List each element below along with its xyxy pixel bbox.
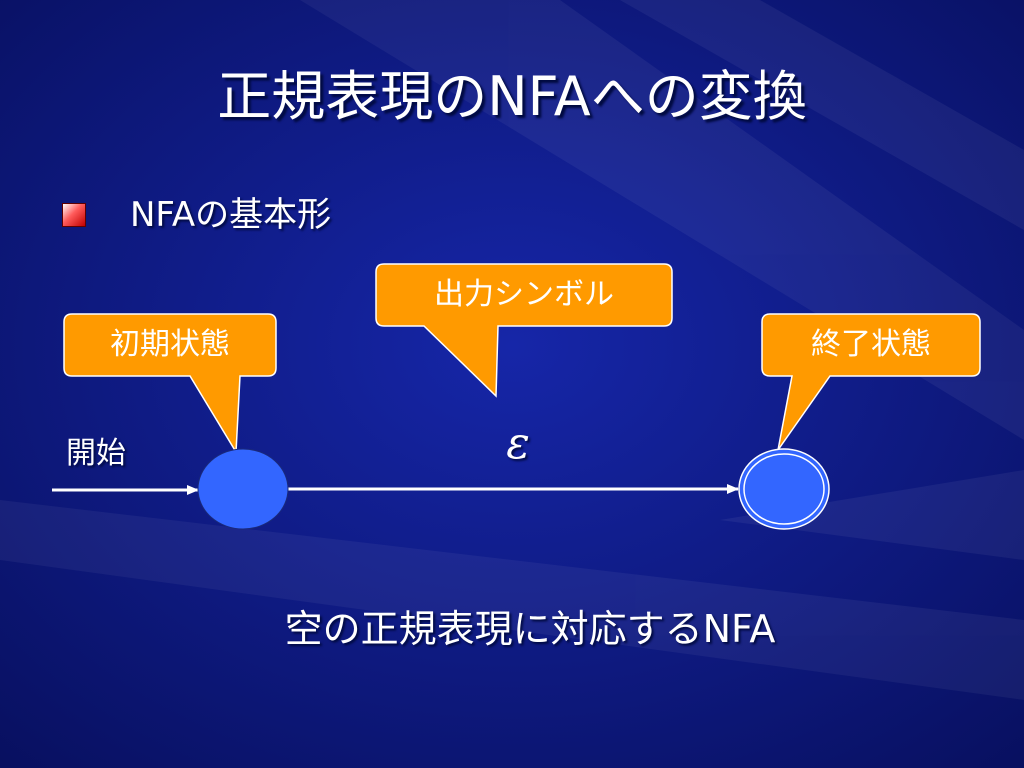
- final-state-node: [738, 448, 830, 530]
- callout-output-label: 出力シンボル: [434, 277, 614, 312]
- bullet-square-icon: [62, 203, 86, 227]
- caption-text: 空の正規表現に対応するNFA: [284, 607, 776, 651]
- epsilon-symbol: ε: [506, 418, 530, 469]
- callout-initial-label: 初期状態: [110, 327, 230, 362]
- callout-final-state: [761, 313, 981, 451]
- initial-state-node: [197, 448, 289, 530]
- callout-final-label: 終了状態: [811, 327, 931, 362]
- callout-initial-state: [63, 313, 277, 455]
- bullet-text: NFAの基本形: [130, 195, 332, 235]
- slide-title: 正規表現のNFAへの変換: [217, 65, 807, 128]
- callout-output-symbol: [375, 263, 673, 398]
- start-label: 開始: [66, 436, 126, 471]
